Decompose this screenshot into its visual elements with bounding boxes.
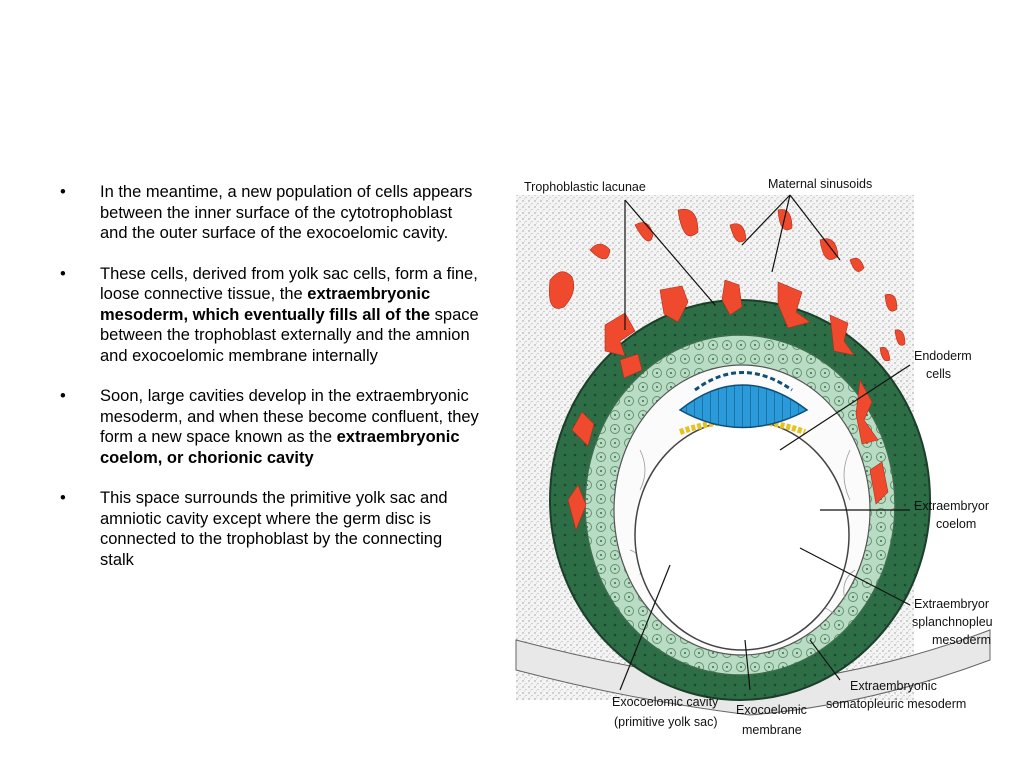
trophoblastic-lacunae xyxy=(567,279,889,531)
bullet-text: space between the trophoblast externally… xyxy=(100,305,479,365)
bullet-text: In the meantime, a new population of cel… xyxy=(100,183,473,242)
bullet-glyph: • xyxy=(60,387,66,405)
label-exocoelomic-membrane-2: membrane xyxy=(742,723,802,737)
bullet-glyph: • xyxy=(60,264,66,283)
label-trophoblastic-lacunae: Trophoblastic lacunae xyxy=(524,180,646,194)
bullet-item: • In the meantime, a new population of ce… xyxy=(60,182,480,244)
bullet-text: This space surrounds the primitive yolk … xyxy=(100,489,448,569)
bullet-text-bold: extraembryonic mesoderm, which eventuall… xyxy=(100,285,431,324)
label-endoderm-cells-2: cells xyxy=(926,367,951,381)
bullet-item: • Soon, large cavities develop in the ext… xyxy=(60,386,480,468)
label-maternal-sinusoids: Maternal sinusoids xyxy=(768,177,872,191)
bullet-item: • This space surrounds the primitive yolk… xyxy=(60,488,480,570)
exocoelomic-cavity xyxy=(634,419,850,651)
bullet-text-bold: extraembryonic coelom, or chorionic cavi… xyxy=(100,428,460,467)
bullet-text: These cells, derived from yolk sac cells… xyxy=(100,264,478,304)
bullet-glyph: • xyxy=(60,183,66,201)
leader-lines xyxy=(619,194,911,691)
label-splanch-3: mesoderm xyxy=(932,633,991,647)
bullet-list: • In the meantime, a new population of ce… xyxy=(60,182,480,590)
bullet-glyph: • xyxy=(60,489,66,507)
label-splanch-2: splanchnopleu xyxy=(912,615,993,629)
epiblast xyxy=(678,384,809,429)
maternal-sinusoids xyxy=(549,208,906,362)
label-somato-2: somatopleuric mesoderm xyxy=(826,697,966,711)
label-extraembryonic-coelom-2: coelom xyxy=(936,517,976,531)
embryo-diagram-svg: Trophoblastic lacunae Maternal sinusoids… xyxy=(515,177,993,737)
label-exocoelomic-membrane-1: Exocoelomic xyxy=(736,703,807,717)
bullet-item: • These cells, derived from yolk sac cell… xyxy=(60,264,480,367)
label-exocoelomic-cavity-2: (primitive yolk sac) xyxy=(614,715,718,729)
embryo-diagram: Trophoblastic lacunae Maternal sinusoids… xyxy=(510,170,1000,745)
label-extraembryonic-coelom-1: Extraembryor xyxy=(914,499,989,513)
label-somato-1: Extraembryonic xyxy=(850,679,937,693)
bullet-text: Soon, large cavities develop in the extr… xyxy=(100,387,479,446)
label-exocoelomic-cavity-1: Exocoelomic cavity xyxy=(612,695,719,709)
amnion xyxy=(694,371,793,392)
label-endoderm-cells-1: Endoderm xyxy=(914,349,972,363)
label-splanch-1: Extraembryor xyxy=(914,597,989,611)
